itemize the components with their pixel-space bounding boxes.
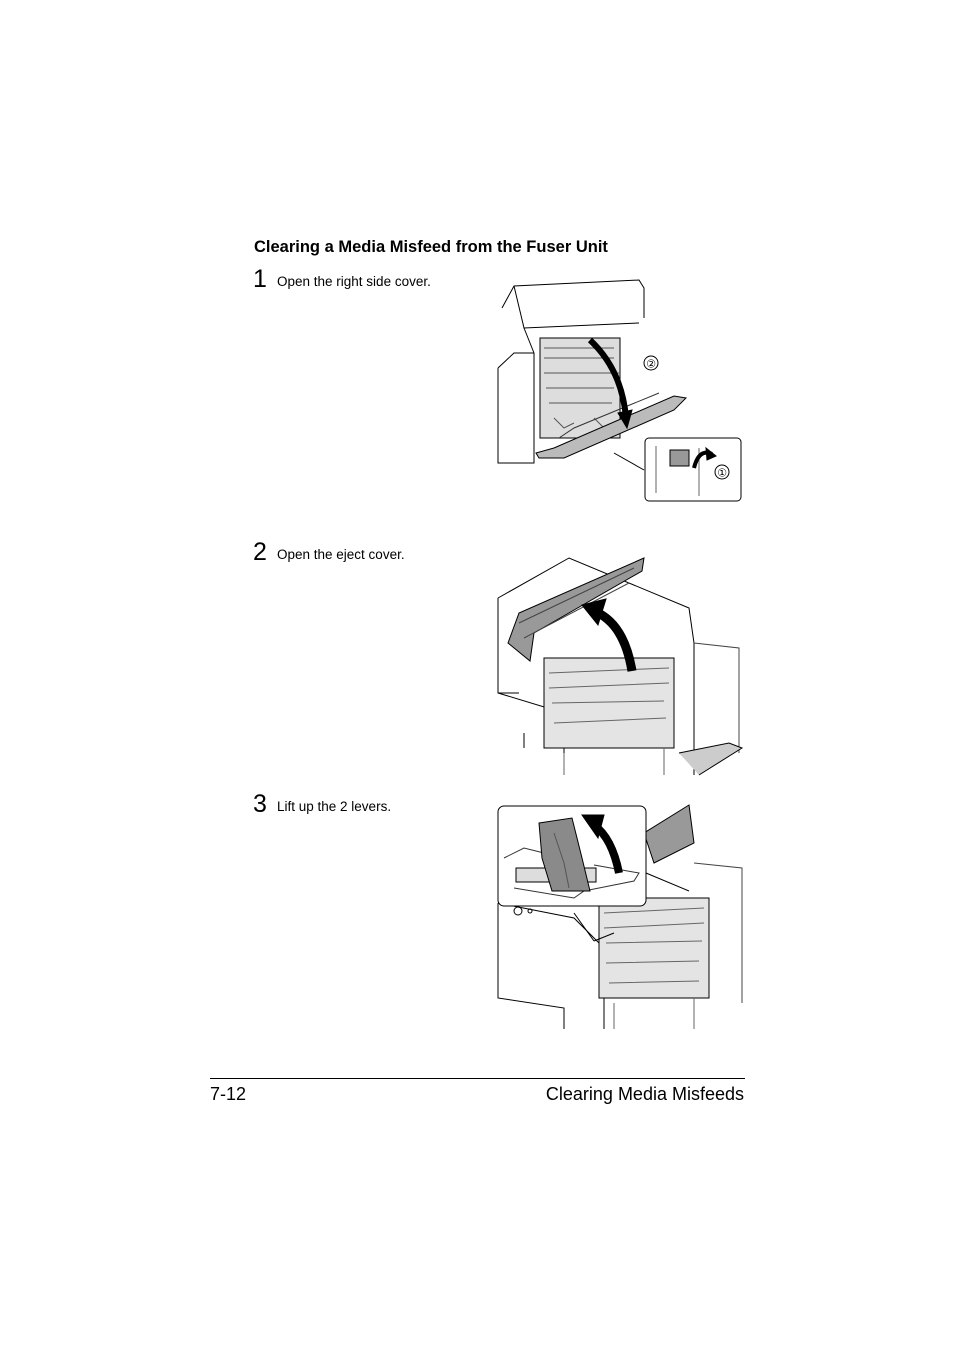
step-1-text: Open the right side cover. <box>277 274 431 289</box>
callout-1: ① <box>717 467 727 480</box>
section-title: Clearing a Media Misfeed from the Fuser … <box>254 238 608 256</box>
step-3-number: 3 <box>253 790 267 818</box>
step-3-illustration <box>494 803 746 1031</box>
step-1-number: 1 <box>253 265 267 293</box>
footer-divider <box>210 1078 745 1079</box>
page-number: 7-12 <box>210 1084 247 1104</box>
callout-2: ② <box>646 358 656 371</box>
chapter-title: Clearing Media Misfeeds <box>545 1084 744 1104</box>
step-2-number: 2 <box>253 538 267 566</box>
step-1-illustration: ② ① <box>494 278 746 506</box>
step-3-text: Lift up the 2 levers. <box>277 799 392 814</box>
step-2-illustration <box>494 553 746 778</box>
step-2-text: Open the eject cover. <box>277 547 405 562</box>
